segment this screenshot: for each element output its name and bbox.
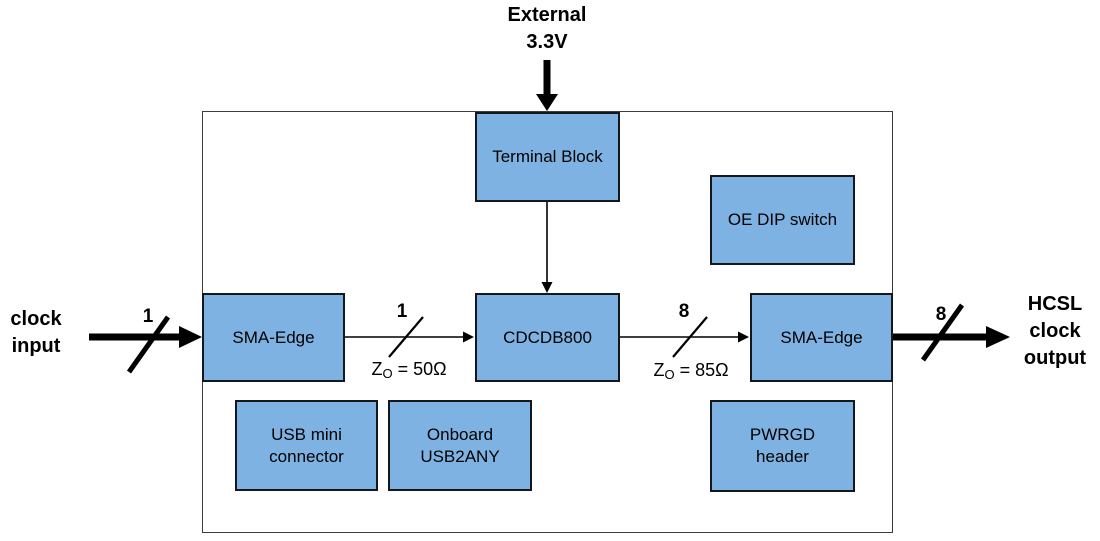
pwrgd-header-block: PWRGD header xyxy=(710,400,855,492)
impedance-50-subscript: O xyxy=(382,366,393,381)
impedance-85-value: = 85Ω xyxy=(674,360,729,380)
hcsl-output-label-line3: output xyxy=(1023,347,1087,369)
external-supply-label: External 3.3V xyxy=(482,2,612,56)
sma-edge-input-block: SMA-Edge xyxy=(202,293,345,382)
bus-width-clock-input: 1 xyxy=(142,306,154,327)
sma-edge-output-label: SMA-Edge xyxy=(780,327,863,347)
usb2any-label-line1: Onboard xyxy=(426,424,494,444)
external-supply-label-line2: 3.3V xyxy=(526,31,568,53)
sma-edge-output-block: SMA-Edge xyxy=(750,293,893,382)
impedance-85-subscript: O xyxy=(664,367,675,382)
usb2any-label-line2: USB2ANY xyxy=(420,446,500,466)
cdcdb800-label: CDCDB800 xyxy=(503,327,592,347)
oe-dip-switch-block: OE DIP switch xyxy=(710,175,855,265)
pwrgd-label-line1: PWRGD xyxy=(749,425,816,444)
bus-width-sma-to-cdcdb800: 1 xyxy=(396,301,408,322)
terminal-block: Terminal Block xyxy=(475,112,620,202)
sma-edge-input-label: SMA-Edge xyxy=(232,327,315,347)
impedance-85-symbol: Z xyxy=(653,360,665,380)
clock-input-label-line2: input xyxy=(11,335,61,357)
cdcdb800-block: CDCDB800 xyxy=(475,293,620,382)
external-supply-label-line1: External xyxy=(507,4,587,26)
usb-mini-connector-block: USB mini connector xyxy=(235,400,378,491)
pwrgd-label-line2: header xyxy=(756,447,809,466)
hcsl-output-label-line2: clock xyxy=(1029,320,1081,342)
impedance-label-50ohm: ZO = 50Ω xyxy=(349,359,469,381)
terminal-block-label: Terminal Block xyxy=(492,147,603,166)
hcsl-output-label-line1: HCSL xyxy=(1027,293,1083,315)
clock-input-label: clock input xyxy=(0,306,72,360)
oe-dip-switch-label: OE DIP switch xyxy=(727,210,838,229)
external-supply-arrow xyxy=(536,60,558,111)
onboard-usb2any-block: Onboard USB2ANY xyxy=(388,400,532,491)
impedance-50-value: = 50Ω xyxy=(392,359,447,379)
hcsl-clock-output-label: HCSL clock output xyxy=(1010,291,1100,372)
bus-width-clock-output: 8 xyxy=(935,304,947,325)
usb-mini-label-line1: USB mini xyxy=(271,424,342,444)
impedance-50-symbol: Z xyxy=(371,359,383,379)
clock-input-label-line1: clock xyxy=(10,308,62,330)
bus-width-cdcdb800-to-sma: 8 xyxy=(678,301,690,322)
usb-mini-label-line2: connector xyxy=(269,446,344,466)
impedance-label-85ohm: ZO = 85Ω xyxy=(631,360,751,382)
